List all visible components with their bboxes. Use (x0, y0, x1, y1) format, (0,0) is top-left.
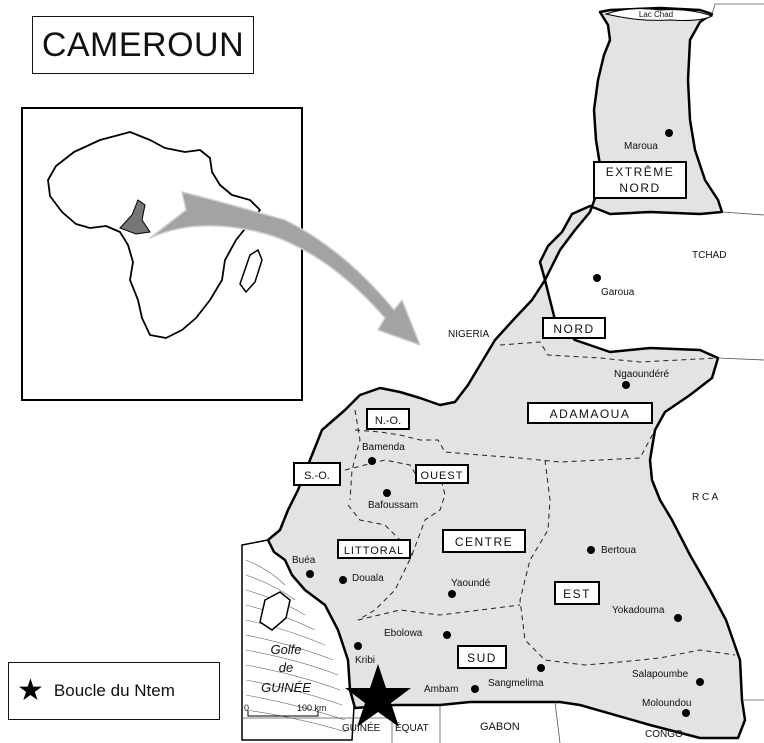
city-dot-moloundou (682, 709, 690, 717)
region-centre: CENTRE (455, 535, 513, 549)
city-dot-yokadouma (674, 614, 682, 622)
city-salapoumbe: Salapoumbe (632, 669, 689, 680)
cities: Maroua Garoua Ngaoundéré Bamenda Bafouss… (292, 129, 704, 717)
city-dot-kribi (354, 642, 362, 650)
city-dot-garoua (593, 274, 601, 282)
city-ebolowa: Ebolowa (384, 628, 423, 639)
region-nord: NORD (553, 322, 594, 336)
city-maroua: Maroua (624, 141, 658, 152)
city-buea: Buéa (292, 555, 316, 566)
golfe-line2: de (279, 660, 293, 675)
country-tchad: TCHAD (692, 250, 726, 261)
city-dot-ambam (471, 685, 479, 693)
region-adamaoua: ADAMAOUA (550, 407, 631, 421)
city-dot-ngaoundere (622, 381, 630, 389)
country-guinee: GUINÉE (342, 721, 381, 734)
city-ambam: Ambam (424, 684, 458, 695)
region-sud: SUD (467, 651, 497, 665)
city-dot-douala (339, 576, 347, 584)
cameroon-territory (266, 6, 747, 740)
region-extreme-nord-line1: EXTRÊME (606, 164, 675, 179)
golfe-line1: Golfe (270, 642, 301, 657)
city-dot-maroua (665, 129, 673, 137)
city-bertoua: Bertoua (601, 545, 636, 556)
bioko-island (259, 591, 291, 631)
madagascar (239, 248, 263, 294)
pointer-arrow (149, 191, 421, 346)
star-icon: ★ (17, 674, 44, 707)
scale-zero: 0 (244, 703, 249, 713)
city-garoua: Garoua (601, 287, 635, 298)
country-rca: R C A (692, 492, 718, 503)
country-equat: ÉQUAT (395, 721, 429, 734)
scale-distance: 100 km (297, 703, 327, 713)
lake-chad (604, 8, 714, 21)
region-est: EST (563, 587, 591, 601)
country-congo: CONGO (645, 729, 683, 740)
city-moloundou: Moloundou (642, 698, 691, 709)
city-dot-bafoussam (383, 489, 391, 497)
region-sud-ouest: S.-O. (304, 470, 330, 482)
scale-bar: 0 100 km (244, 703, 327, 717)
city-bafoussam: Bafoussam (368, 500, 418, 511)
region-extreme-nord-line2: NORD (619, 181, 660, 195)
map-title-box: CAMEROUN (32, 16, 254, 74)
city-kribi: Kribi (355, 655, 375, 666)
region-nord-ouest: N.-O. (375, 415, 401, 427)
lake-chad-label: Lac Chad (639, 10, 673, 19)
legend-box: ★ Boucle du Ntem (8, 662, 220, 720)
city-yokadouma: Yokadouma (612, 605, 665, 616)
city-dot-yaounde (448, 590, 456, 598)
map-title: CAMEROUN (41, 25, 245, 64)
city-ngaoundere: Ngaoundéré (614, 369, 669, 380)
region-labels: EXTRÊME NORD NORD ADAMAOUA N.-O. S.-O. O… (293, 161, 687, 669)
city-dot-salapoumbe (696, 678, 704, 686)
city-dot-buea (306, 570, 314, 578)
country-gabon: GABON (480, 721, 520, 733)
city-sangmelima: Sangmelima (488, 678, 544, 689)
city-dot-sangmelima (537, 664, 545, 672)
cameroon-inset (119, 199, 151, 235)
city-douala: Douala (352, 573, 384, 584)
city-yaounde: Yaoundé (451, 578, 491, 589)
sea-area (241, 539, 356, 741)
country-labels: TCHAD NIGERIA R C A GABON CONGO GUINÉE É… (261, 10, 726, 740)
city-dot-bertoua (587, 546, 595, 554)
region-littoral: LITTORAL (344, 545, 404, 557)
city-bamenda: Bamenda (362, 442, 405, 453)
ntem-star-marker (345, 664, 411, 727)
city-dot-bamenda (368, 457, 376, 465)
legend-label: Boucle du Ntem (53, 681, 175, 700)
africa-inset (21, 107, 303, 401)
region-ouest: OUEST (421, 470, 464, 482)
country-nigeria: NIGERIA (448, 329, 489, 340)
golfe-line3: GUINÉE (261, 680, 311, 695)
city-dot-ebolowa (443, 631, 451, 639)
